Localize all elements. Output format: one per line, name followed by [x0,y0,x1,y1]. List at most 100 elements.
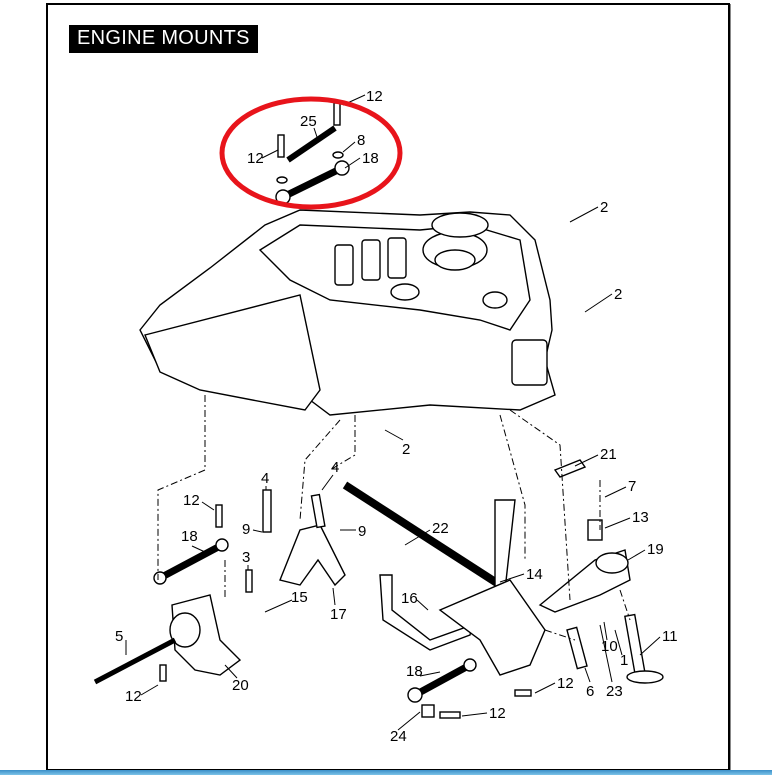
leader-line [584,667,591,683]
frame-neck-inner [434,249,476,271]
link-rod-25 [286,125,337,163]
leader-line [261,149,279,159]
leader-line [534,682,556,694]
guide-line [499,414,526,560]
washer [276,176,288,184]
guide-line [299,419,341,521]
leader-line [140,684,159,696]
leader-line [604,486,627,498]
callout-14: 14 [526,566,543,583]
link-end [407,687,423,703]
callout-10: 10 [601,638,618,655]
callout-12: 12 [183,492,200,509]
spring-13 [587,519,603,541]
leader-line [344,157,361,169]
leader-line [264,599,293,613]
bolt-6 [566,626,588,670]
callout-9: 9 [242,521,250,538]
leader-line [384,429,404,441]
callout-21: 21 [600,446,617,463]
link-end [215,538,229,552]
link-end [153,571,167,585]
leader-line [397,711,421,731]
leader-line [603,621,608,641]
leader-line [604,517,631,529]
callout-12: 12 [489,705,506,722]
leader-line [627,549,646,561]
mount-bushing [169,612,201,648]
bolt-12-bottom-right [439,711,461,719]
callout-4: 4 [331,459,339,476]
leader-line [342,141,356,153]
callout-22: 22 [432,520,449,537]
leader-line [252,529,263,533]
bracket-14-arm [494,499,516,591]
leader-line [224,664,238,679]
guide-line [544,629,576,641]
leader-line [461,712,488,717]
leader-line [569,206,599,223]
leader-line [191,545,206,553]
frame-slot [334,244,354,286]
bolt-12-right [514,689,532,697]
callout-17: 17 [330,606,347,623]
part-21 [553,459,587,478]
leader-line [416,599,429,611]
bracket-17 [279,524,346,587]
bolt-3 [245,569,253,593]
callout-16: 16 [401,590,418,607]
guide-line [329,415,356,471]
callout-5: 5 [115,628,123,645]
callout-23: 23 [606,683,623,700]
callout-12: 12 [557,675,574,692]
callout-18: 18 [181,528,198,545]
callout-2: 2 [600,199,608,216]
callout-9: 9 [358,523,366,540]
highlight-circle [219,96,403,210]
diagram-title: ENGINE MOUNTS [69,25,258,53]
washer-8 [332,151,344,159]
guide-line [509,409,571,601]
frame-cap [431,212,489,238]
link-end [334,160,350,176]
callout-20: 20 [232,677,249,694]
callout-6: 6 [586,683,594,700]
callout-3: 3 [242,549,250,566]
frame-side-panel [144,294,321,411]
bolt-4 [262,489,272,533]
leader-line [321,474,334,491]
callout-2: 2 [402,441,410,458]
leader-line [201,501,215,511]
bracket-14 [438,579,546,676]
leader-line [419,671,441,677]
bolt-12-left [215,504,223,528]
frame-boss [390,283,420,301]
callout-1: 1 [620,652,628,669]
callout-13: 13 [632,509,649,526]
pin-11-foot [626,670,664,684]
callout-4: 4 [261,470,269,487]
bolt-12-bottom [159,664,167,682]
link-end [463,658,477,672]
bolt-4 [310,493,326,529]
bolt-12 [333,102,341,126]
link-rod-18-bottom [413,661,472,699]
leader-line [313,127,319,141]
leader-line [584,293,613,313]
link-rod-18-left [158,541,224,582]
callout-18: 18 [362,150,379,167]
leader-line [574,454,599,467]
clip-24 [421,704,435,718]
callout-19: 19 [647,541,664,558]
leader-line [614,629,623,656]
guide-line [157,395,206,580]
bolt-12 [277,134,285,158]
frame-slot [361,239,381,281]
mount-19-bushing [595,552,629,574]
callout-12: 12 [125,688,142,705]
leader-line [599,624,613,683]
frame-slot [387,237,407,279]
callout-24: 24 [390,728,407,745]
link-rod-18 [281,164,344,201]
